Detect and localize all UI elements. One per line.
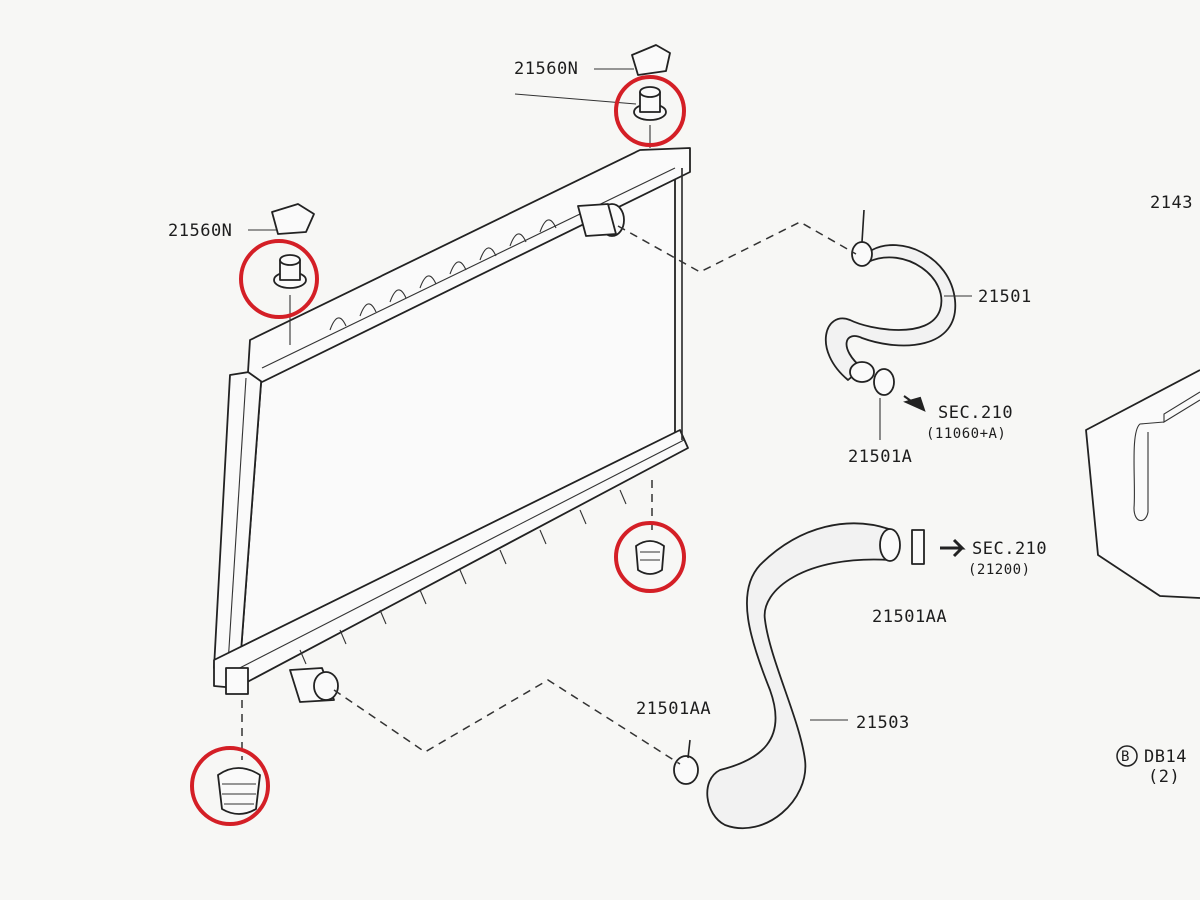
section-ref-lower: SEC.210 — [972, 539, 1047, 559]
upper-left-bracket — [271, 203, 315, 235]
label-upper-hose: 21501 — [978, 287, 1032, 307]
highlight-circle-upper-left — [239, 239, 319, 319]
label-upper-mount-right: 21560N — [514, 59, 578, 79]
label-lower-hose-clamp-upper: 21501AA — [872, 607, 947, 627]
upper-hose — [824, 244, 956, 383]
badge-letter: B — [1121, 749, 1130, 765]
lower-left-bushing — [217, 767, 261, 815]
section-ref-lower-sub: (21200) — [968, 562, 1031, 578]
section-arrow-upper — [903, 395, 926, 412]
label-lower-hose: 21503 — [856, 713, 910, 733]
badge-qty: (2) — [1148, 767, 1180, 787]
adjacent-reservoir-partial — [1085, 369, 1200, 599]
upper-outlet-pipe — [577, 203, 625, 237]
highlight-circle-lower-right — [614, 521, 686, 593]
badge-code: DB14 — [1144, 747, 1187, 767]
section-ref-upper: SEC.210 — [938, 403, 1013, 423]
label-upper-hose-clamp: 21501A — [848, 447, 912, 467]
label-upper-mount-left: 21560N — [168, 221, 232, 241]
lower-hose — [706, 522, 901, 830]
upper-hose-clamp-bottom — [873, 368, 895, 440]
label-lower-hose-clamp-lower: 21501AA — [636, 699, 711, 719]
section-ref-upper-sub: (11060+A) — [926, 426, 1006, 442]
lower-right-bushing — [635, 540, 665, 575]
lower-hose-clamp-left — [673, 739, 699, 785]
upper-right-bracket — [631, 44, 671, 76]
upper-right-bushing — [633, 86, 667, 121]
highlight-circle-upper-right — [614, 75, 686, 147]
highlight-circle-lower-left — [190, 746, 270, 826]
section-arrow-lower — [940, 538, 966, 558]
lower-outlet-pipe — [289, 667, 339, 703]
upper-left-bushing — [273, 254, 307, 289]
upper-hose-clamp-top — [851, 209, 873, 267]
label-partial-right: 2143 — [1150, 193, 1193, 213]
lower-hose-clamp-right — [911, 529, 925, 565]
reference-badge: B DB14 (2) — [1116, 745, 1187, 787]
